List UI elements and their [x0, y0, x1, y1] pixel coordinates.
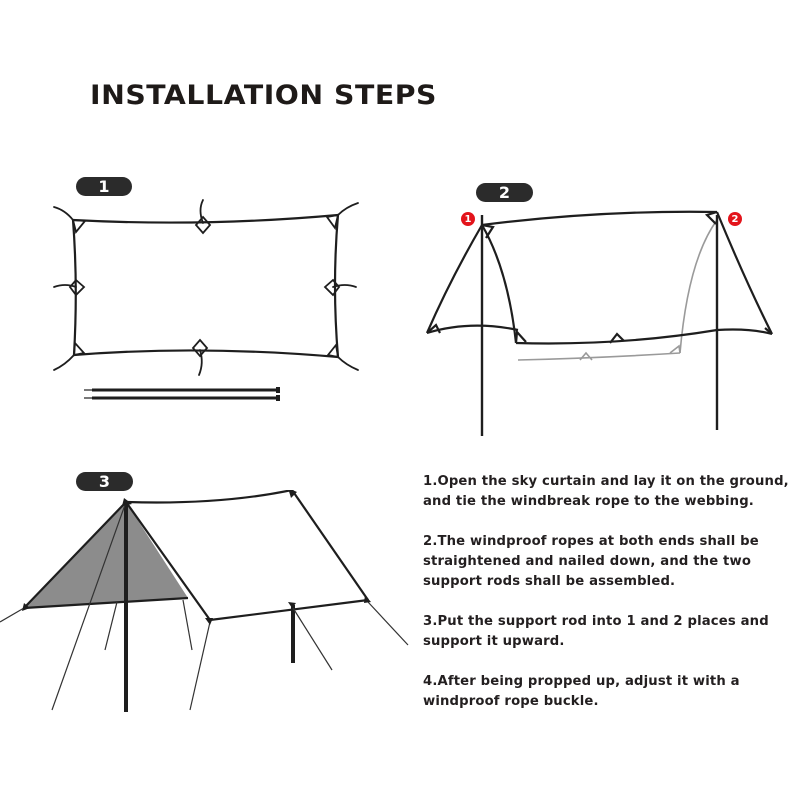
raised-tarp-diagram [425, 210, 773, 436]
page-title: INSTALLATION STEPS [90, 80, 437, 111]
instruction-step-3: 3.Put the support rod into 1 and 2 place… [423, 614, 769, 649]
pitched-tarp-diagram [0, 490, 409, 712]
pole-marker-2: 2 [728, 212, 742, 226]
instruction-step-4: 4.After being propped up, adjust it with… [423, 674, 740, 709]
step-badge-label: 2 [498, 182, 511, 202]
support-rods [92, 388, 278, 400]
step-badge-2: 2 [476, 183, 533, 202]
pole-marker-1: 1 [461, 212, 475, 226]
step-badge-1: 1 [76, 177, 132, 196]
step-badge-label: 1 [98, 176, 110, 196]
step-badge-3: 3 [76, 472, 133, 491]
instruction-step-2: 2.The windproof ropes at both ends shall… [423, 534, 759, 589]
step-badge-label: 3 [98, 471, 111, 491]
flat-tarp-diagram [53, 199, 359, 401]
instruction-list: 1.Open the sky curtain and lay it on the… [423, 472, 793, 732]
instruction-step-1: 1.Open the sky curtain and lay it on the… [423, 474, 789, 509]
